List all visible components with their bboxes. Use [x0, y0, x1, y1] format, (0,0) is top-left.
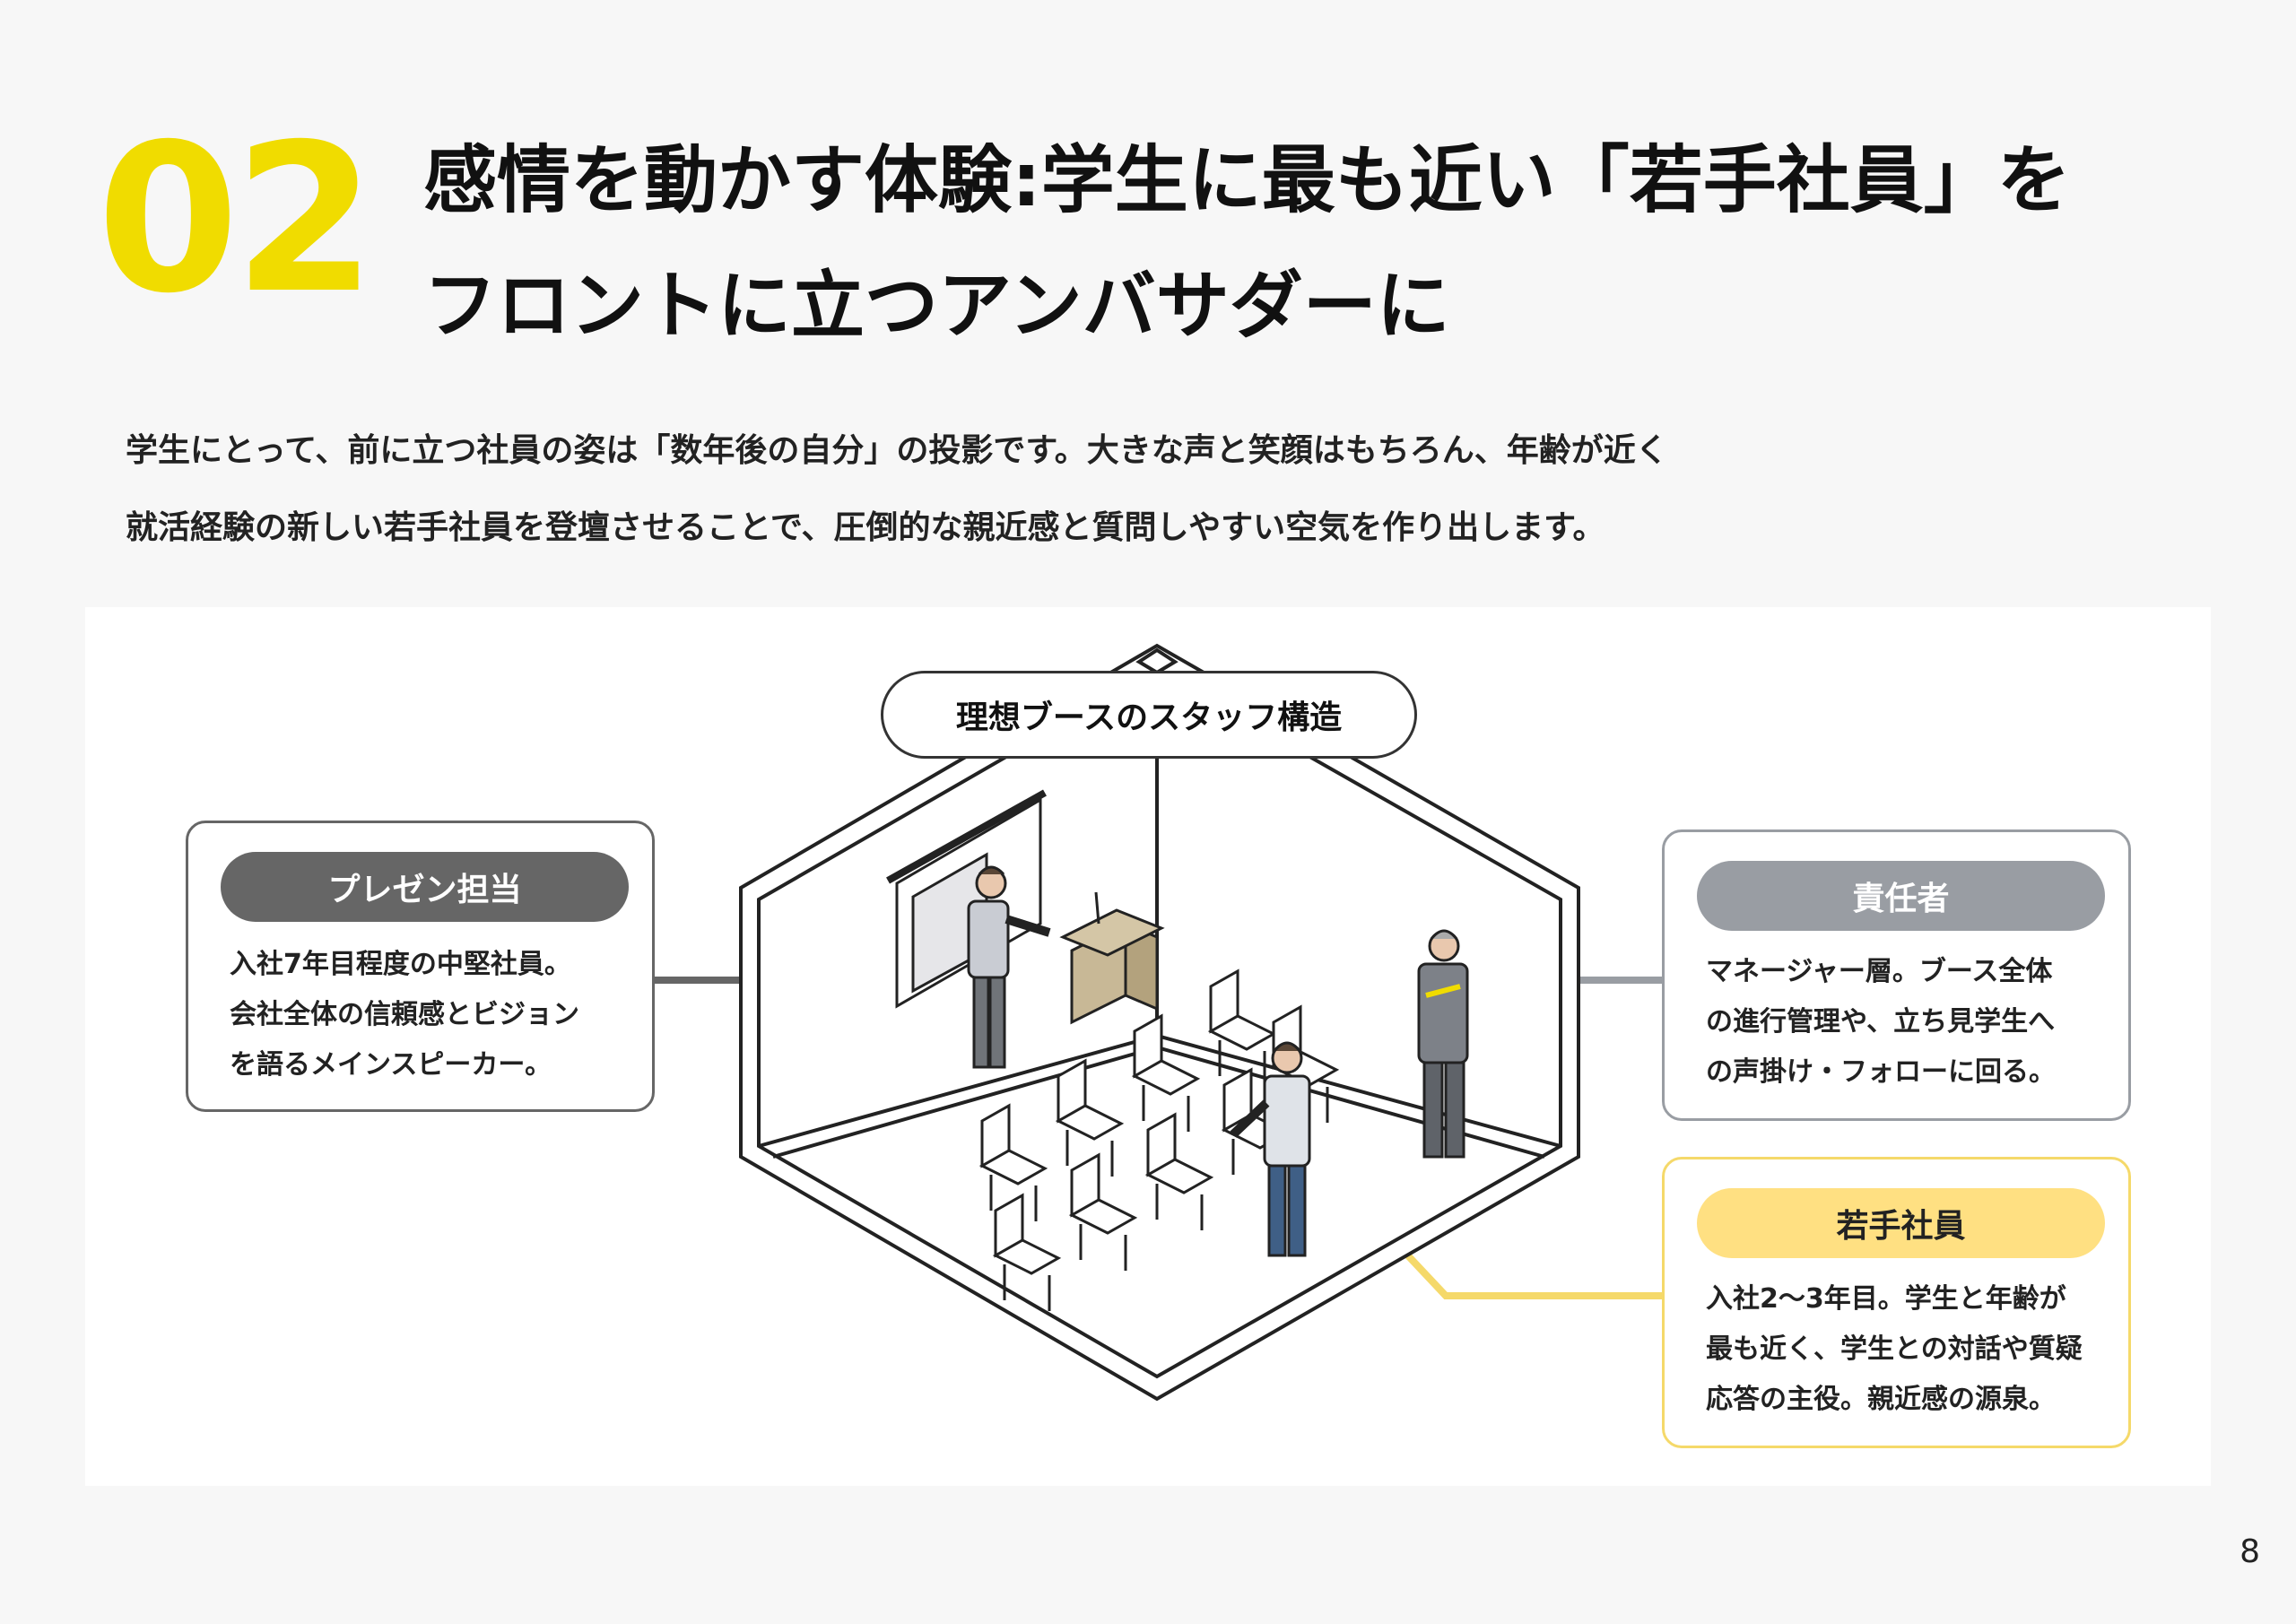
- chairs: [978, 968, 1340, 1311]
- page-number: 8: [2239, 1533, 2260, 1570]
- presenter-figure: [967, 865, 1051, 1069]
- manager-line-2: の進行管理や、立ち見学生へ: [1706, 1006, 2056, 1038]
- young-staff-card: 若手社員 入社2～3年目。学生と年齢が 最も近く、学生との対話や質疑 応答の主役…: [1662, 1157, 2131, 1448]
- young-line-1: 入社2～3年目。学生と年齢が: [1706, 1283, 2066, 1315]
- manager-description: マネージャー層。ブース全体 の進行管理や、立ち見学生へ の声掛け・フォローに回る…: [1706, 947, 2056, 1098]
- presenter-line-2: 会社全体の信頼感とビジョン: [230, 999, 579, 1030]
- young-staff-description: 入社2～3年目。学生と年齢が 最も近く、学生との対話や質疑 応答の主役。親近感の…: [1706, 1274, 2083, 1425]
- diagram-label: 理想ブースのスタッフ構造: [881, 671, 1417, 759]
- manager-line-1: マネージャー層。ブース全体: [1706, 956, 2053, 987]
- young-line-3: 応答の主役。親近感の源泉。: [1706, 1384, 2056, 1415]
- manager-figure: [1417, 929, 1469, 1159]
- presenter-line-1: 入社7年目程度の中堅社員。: [230, 949, 571, 980]
- presenter-line-3: を語るメインスピーカー。: [230, 1049, 552, 1081]
- young-line-2: 最も近く、学生との対話や質疑: [1706, 1333, 2083, 1365]
- manager-card: 責任者 マネージャー層。ブース全体 の進行管理や、立ち見学生へ の声掛け・フォロ…: [1662, 829, 2131, 1121]
- presenter-description: 入社7年目程度の中堅社員。 会社全体の信頼感とビジョン を語るメインスピーカー。: [230, 940, 579, 1090]
- title-line-2: フロントに立つアンバサダーに: [423, 264, 1450, 349]
- presenter-card: プレゼン担当 入社7年目程度の中堅社員。 会社全体の信頼感とビジョン を語るメイ…: [186, 821, 655, 1112]
- manager-line-3: の声掛け・フォローに回る。: [1706, 1056, 2056, 1088]
- podium: [1059, 891, 1165, 1025]
- young-staff-tag: 若手社員: [1697, 1188, 2105, 1258]
- manager-tag: 責任者: [1697, 861, 2105, 931]
- lead-text: 学生にとって、前に立つ社員の姿は「数年後の自分」の投影です。大きな声と笑顔はもち…: [126, 413, 1668, 567]
- page-title: 感情を動かす体験:学生に最も近い「若手社員」を フロントに立つアンバサダーに: [423, 118, 2071, 369]
- presenter-tag: プレゼン担当: [221, 852, 629, 922]
- young-staff-figure: [1230, 1041, 1311, 1257]
- lead-line-2: 就活経験の新しい若手社員を登壇させることで、圧倒的な親近感と質問しやすい空気を作…: [126, 509, 1605, 546]
- lead-line-1: 学生にとって、前に立つ社員の姿は「数年後の自分」の投影です。大きな声と笑顔はもち…: [126, 432, 1668, 469]
- title-line-1: 感情を動かす体験:学生に最も近い「若手社員」を: [423, 138, 2071, 223]
- section-number: 02: [97, 100, 376, 338]
